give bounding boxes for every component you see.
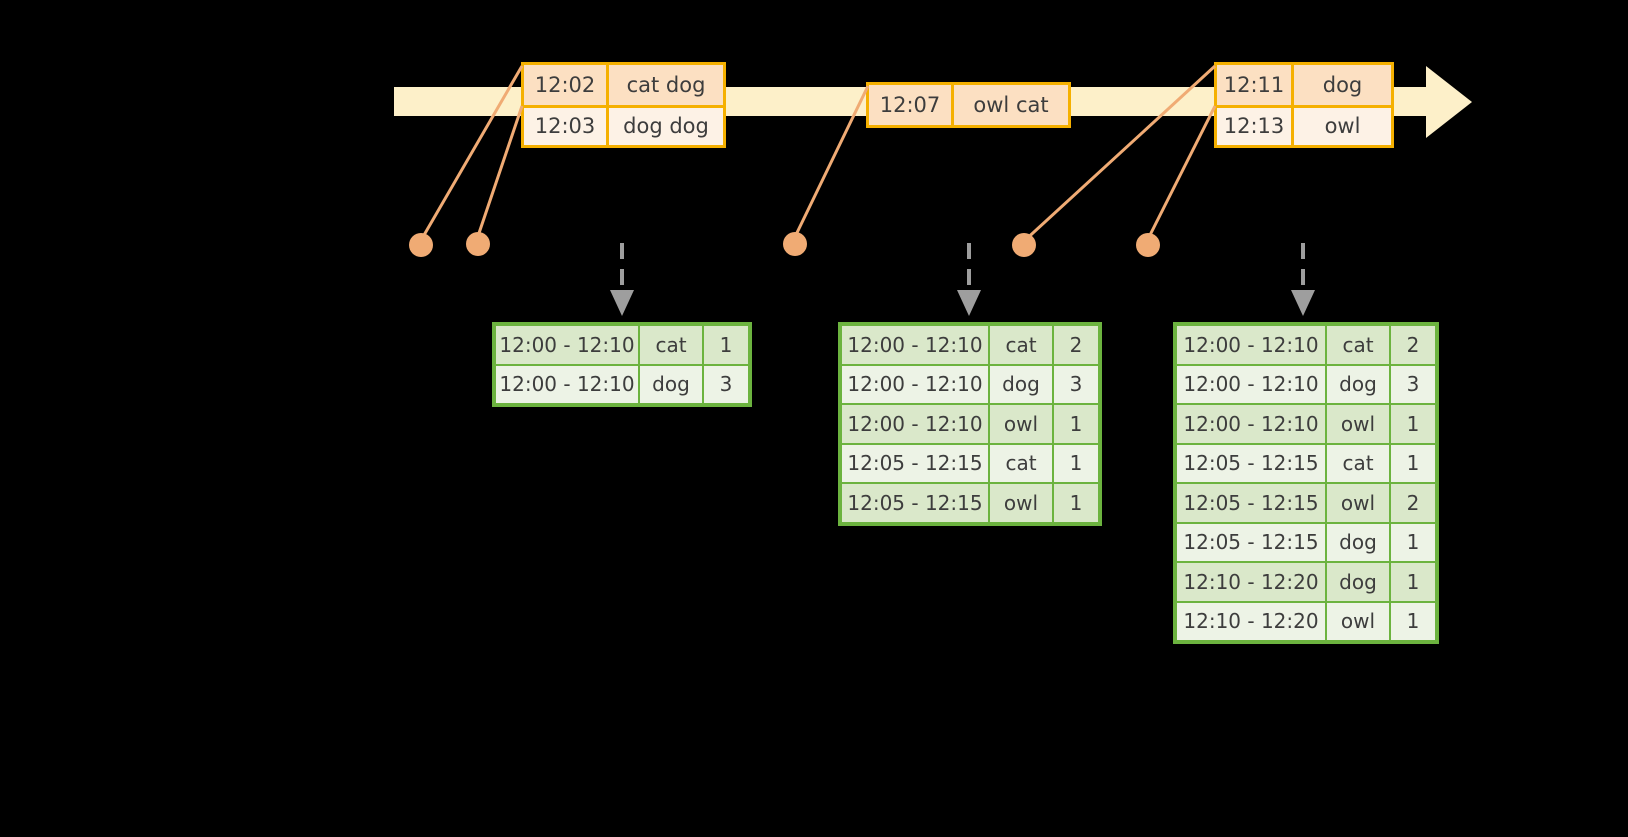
cell-key: owl [1327, 602, 1389, 640]
event-time: 12:03 [524, 108, 609, 145]
event-row: 12:11 dog [1217, 65, 1391, 105]
cell-key: dog [1327, 365, 1389, 403]
flow-arrow-2 [957, 243, 981, 316]
event-group-3[interactable]: 12:11 dog 12:13 owl [1214, 62, 1394, 148]
cell-window: 12:00 - 12:10 [842, 405, 988, 443]
cell-key: cat [990, 326, 1052, 364]
flow-arrow-1 [610, 243, 634, 316]
event-time: 12:13 [1217, 108, 1294, 145]
event-time: 12:07 [869, 85, 954, 125]
cell-count: 1 [704, 326, 748, 364]
leader-line-12-03 [474, 105, 524, 243]
cell-key: cat [1327, 444, 1389, 482]
cell-window: 12:10 - 12:20 [1177, 602, 1325, 640]
cell-window: 12:05 - 12:15 [1177, 523, 1325, 561]
cell-count: 1 [1054, 484, 1098, 522]
cell-count: 1 [1391, 563, 1435, 601]
cell-count: 2 [1391, 326, 1435, 364]
cell-count: 1 [1054, 444, 1098, 482]
cell-window: 12:05 - 12:15 [842, 484, 988, 522]
event-group-1[interactable]: 12:02 cat dog 12:03 dog dog [521, 62, 726, 148]
event-row: 12:03 dog dog [524, 105, 723, 145]
cell-count: 3 [1054, 365, 1098, 403]
marker-12-03[interactable] [466, 232, 490, 256]
cell-window: 12:05 - 12:15 [842, 444, 988, 482]
event-group-2[interactable]: 12:07 owl cat [866, 82, 1071, 128]
event-payload: dog [1294, 65, 1391, 105]
cell-key: cat [1327, 326, 1389, 364]
cell-count: 3 [704, 365, 748, 403]
marker-12-07[interactable] [783, 232, 807, 256]
cell-window: 12:00 - 12:10 [842, 365, 988, 403]
event-payload: owl cat [954, 85, 1068, 125]
event-row: 12:07 owl cat [869, 85, 1068, 125]
cell-window: 12:00 - 12:10 [496, 365, 638, 403]
cell-key: dog [990, 365, 1052, 403]
cell-key: owl [1327, 405, 1389, 443]
cell-count: 1 [1391, 523, 1435, 561]
cell-count: 2 [1054, 326, 1098, 364]
event-row: 12:02 cat dog [524, 65, 723, 105]
event-time: 12:11 [1217, 65, 1294, 105]
cell-key: cat [990, 444, 1052, 482]
cell-key: dog [1327, 523, 1389, 561]
flow-arrow-3 [1291, 243, 1315, 316]
cell-window: 12:00 - 12:10 [1177, 365, 1325, 403]
cell-count: 3 [1391, 365, 1435, 403]
marker-12-02[interactable] [409, 233, 433, 257]
cell-window: 12:00 - 12:10 [496, 326, 638, 364]
cell-window: 12:05 - 12:15 [1177, 444, 1325, 482]
event-payload: dog dog [609, 108, 723, 145]
cell-key: cat [640, 326, 702, 364]
cell-count: 1 [1054, 405, 1098, 443]
cell-count: 2 [1391, 484, 1435, 522]
leader-line-12-13 [1144, 105, 1217, 244]
cell-key: dog [1327, 563, 1389, 601]
cell-key: owl [990, 405, 1052, 443]
event-payload: owl [1294, 108, 1391, 145]
cell-count: 1 [1391, 405, 1435, 443]
cell-key: owl [1327, 484, 1389, 522]
cell-window: 12:05 - 12:15 [1177, 484, 1325, 522]
cell-window: 12:00 - 12:10 [842, 326, 988, 364]
cell-key: dog [640, 365, 702, 403]
event-row: 12:13 owl [1217, 105, 1391, 145]
event-time: 12:02 [524, 65, 609, 105]
marker-12-13[interactable] [1136, 233, 1160, 257]
event-payload: cat dog [609, 65, 723, 105]
cell-window: 12:00 - 12:10 [1177, 405, 1325, 443]
cell-count: 1 [1391, 602, 1435, 640]
timeline-arrow-head [1426, 66, 1472, 138]
cell-count: 1 [1391, 444, 1435, 482]
cell-window: 12:00 - 12:10 [1177, 326, 1325, 364]
marker-12-11[interactable] [1012, 233, 1036, 257]
cell-key: owl [990, 484, 1052, 522]
cell-window: 12:10 - 12:20 [1177, 563, 1325, 601]
